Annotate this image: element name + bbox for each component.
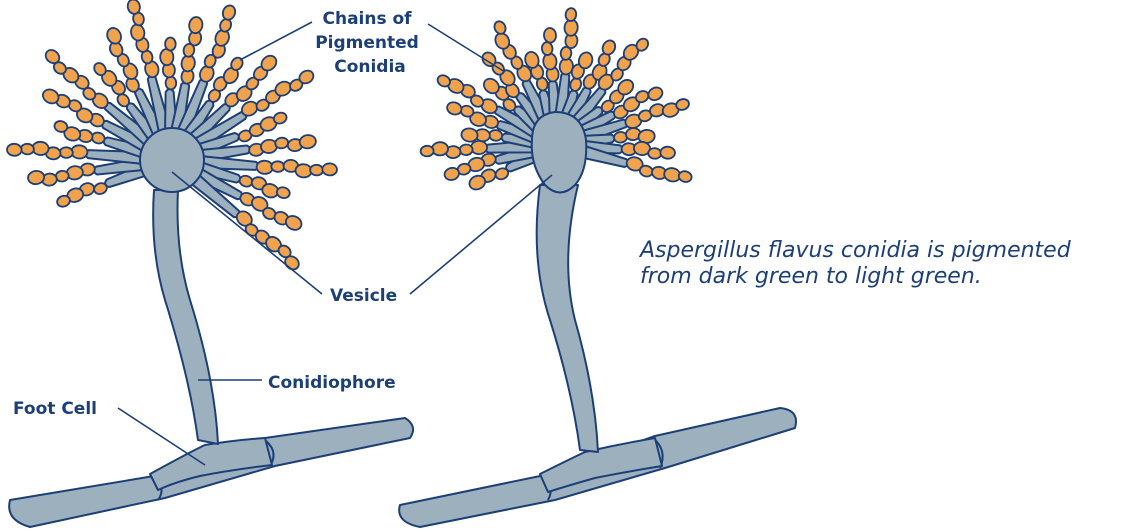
label-vesicle: Vesicle bbox=[330, 286, 397, 306]
label-chains-line2: Pigmented bbox=[315, 33, 419, 53]
right-conidium bbox=[459, 144, 473, 155]
left-conidium bbox=[21, 143, 35, 154]
leader-chains-right bbox=[428, 24, 505, 72]
conidiophore-left bbox=[153, 190, 218, 444]
label-chains-of-pigmented-conidia: Chains of Pigmented Conidia bbox=[315, 9, 425, 77]
vesicle-right bbox=[532, 112, 587, 193]
right-conidium bbox=[432, 142, 449, 156]
caption-line-2: from dark green to light green. bbox=[640, 264, 1120, 290]
label-chains-line3: Conidia bbox=[334, 57, 406, 77]
right-conidium bbox=[648, 148, 662, 159]
right-conidium bbox=[543, 28, 556, 44]
left-conidium bbox=[271, 161, 285, 172]
right-conidium bbox=[646, 85, 665, 103]
right-conidium bbox=[445, 100, 463, 116]
leader-vesicle-right bbox=[410, 175, 552, 294]
organism-left bbox=[7, 0, 413, 527]
caption-line-1: Aspergillus flavus conidia is pigmented bbox=[640, 238, 1120, 264]
vesicle-left bbox=[140, 128, 204, 192]
left-conidium bbox=[221, 4, 238, 22]
caption: Aspergillus flavus conidia is pigmented … bbox=[640, 238, 1120, 290]
right-conidium bbox=[461, 127, 479, 142]
label-conidiophore: Conidiophore bbox=[268, 373, 396, 393]
left-conidium bbox=[165, 76, 176, 89]
label-chains-line1: Chains of bbox=[322, 9, 412, 29]
left-conidium bbox=[322, 163, 337, 176]
right-conidium bbox=[471, 140, 488, 154]
right-conidium bbox=[660, 146, 675, 159]
left-conidium bbox=[165, 37, 176, 50]
right-conidium bbox=[565, 8, 577, 22]
left-conidium bbox=[188, 16, 204, 34]
left-conidium bbox=[7, 143, 22, 156]
leader-vesicle-left bbox=[172, 172, 322, 294]
right-conidium bbox=[541, 42, 553, 56]
leader-chains-left bbox=[240, 22, 312, 60]
conidiophore-right bbox=[537, 185, 598, 452]
right-conidium bbox=[420, 145, 434, 156]
left-conidium bbox=[275, 137, 289, 149]
left-conidium bbox=[310, 164, 324, 175]
left-conidium bbox=[299, 134, 317, 149]
left-conidium bbox=[59, 147, 73, 158]
label-foot-cell: Foot Cell bbox=[13, 399, 97, 419]
left-conidium bbox=[105, 26, 124, 46]
right-conidium bbox=[492, 19, 507, 35]
leader-foot-cell bbox=[118, 408, 205, 465]
